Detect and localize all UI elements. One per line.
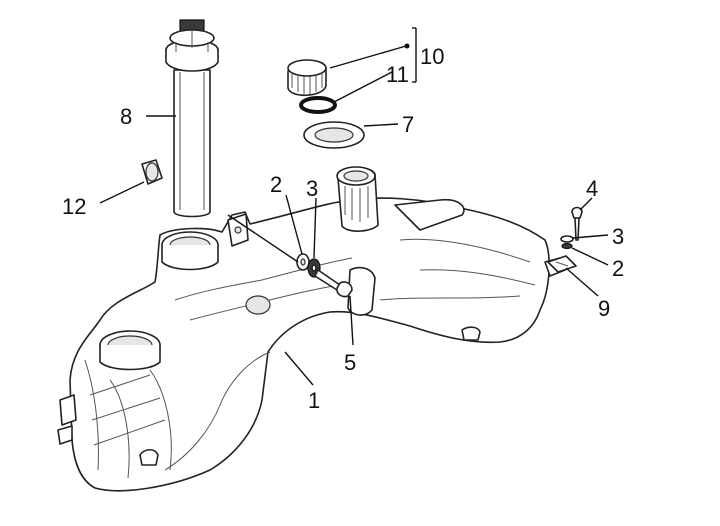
callout-1: 1 [308,388,320,413]
fuel-tank [57,166,566,492]
callout-5: 5 [344,350,356,375]
callout-8: 8 [120,104,132,129]
washer-right-2 [561,242,573,250]
gasket-ring [303,121,365,149]
callout-4: 4 [586,176,598,201]
callout-10: 10 [420,44,444,69]
callout-3-right: 3 [612,224,624,249]
callout-2-right: 2 [612,256,624,281]
screw-right [571,206,583,241]
washer-right-3 [560,235,574,243]
leader-lines [99,27,609,386]
callout-11: 11 [386,62,409,87]
rubber-bush [141,159,163,185]
o-ring [299,96,337,114]
washer-left [296,253,310,271]
callout-7: 7 [402,112,414,137]
callout-3-left: 3 [306,176,318,201]
callout-12: 12 [62,194,86,219]
callout-9: 9 [598,296,610,321]
bolt [314,269,353,298]
clip-nut [547,255,577,273]
fuel-sender-tube [165,19,219,218]
callout-labels: 10 11 7 8 12 2 3 4 3 2 9 5 1 [62,44,624,413]
fuel-cap [287,59,327,97]
callout-2-left: 2 [270,172,282,197]
